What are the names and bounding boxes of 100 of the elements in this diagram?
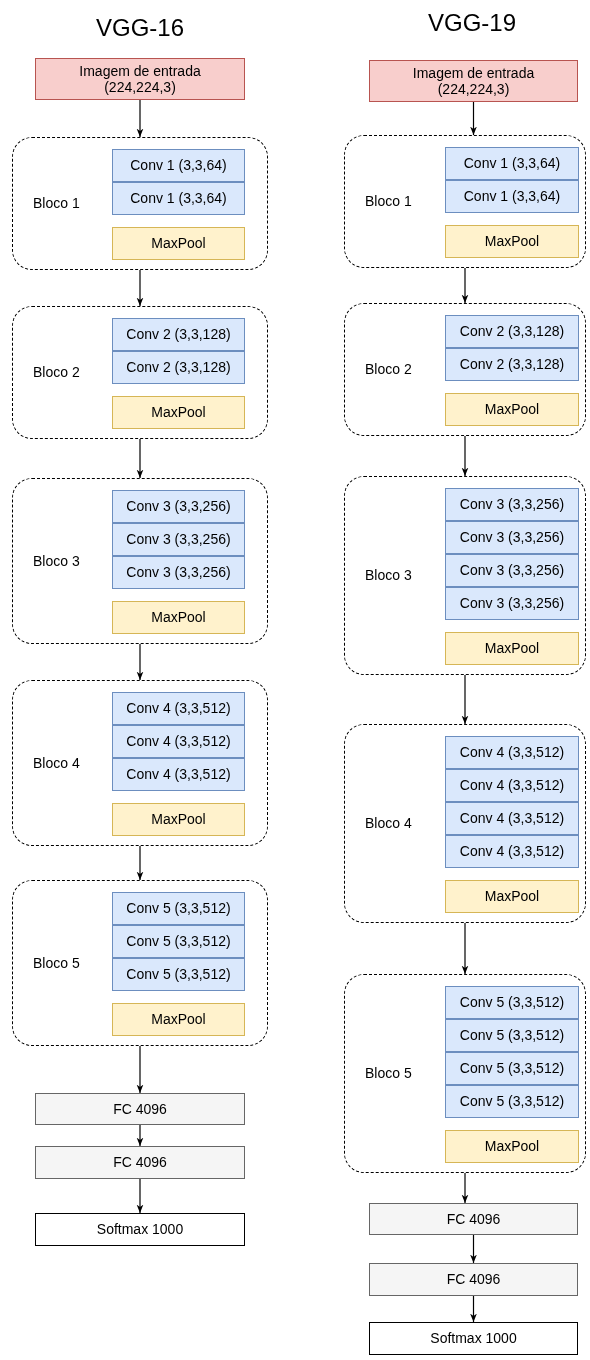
layer-label: Softmax 1000 <box>96 1221 184 1238</box>
conv-layer-box <box>445 736 579 769</box>
arrow <box>136 1045 144 1094</box>
input-box <box>369 60 578 102</box>
conv-layer-box <box>112 725 245 758</box>
dashed-block-frame <box>12 478 268 644</box>
arrow <box>136 1124 144 1147</box>
layer-label: Conv 5 (3,3,512) <box>126 966 231 983</box>
arrow <box>461 922 469 975</box>
layer-label: Conv 1 (3,3,64) <box>130 157 227 174</box>
layer-label: Conv 2 (3,3,128) <box>459 323 565 340</box>
arrow <box>136 643 144 681</box>
conv-layer-box <box>112 490 245 523</box>
block-label: Bloco 3 <box>365 567 412 584</box>
conv-layer-box <box>112 692 245 725</box>
dense-layer-box <box>369 1203 578 1235</box>
conv-layer-box <box>112 318 245 351</box>
layer-label: Conv 4 (3,3,512) <box>459 843 565 860</box>
arrow <box>136 438 144 479</box>
conv-layer-box <box>445 348 579 381</box>
input-box <box>35 58 245 100</box>
layer-label: MaxPool <box>151 235 206 252</box>
conv-layer-box <box>445 554 579 587</box>
dashed-block-frame <box>344 724 586 923</box>
dashed-block-frame <box>12 880 268 1046</box>
arrow <box>136 269 144 307</box>
layer-label: Imagem de entrada (224,224,3) <box>411 64 536 98</box>
layer-label: MaxPool <box>151 811 206 828</box>
conv-layer-box <box>445 1085 579 1118</box>
block-label: Bloco 2 <box>33 364 80 381</box>
conv-layer-box <box>112 892 245 925</box>
dashed-block-frame <box>12 680 268 846</box>
layer-label: Conv 4 (3,3,512) <box>126 733 231 750</box>
layer-label: FC 4096 <box>446 1210 501 1228</box>
conv-layer-box <box>445 180 579 213</box>
column-heading: VGG-16 <box>96 14 184 42</box>
conv-layer-box <box>112 149 245 182</box>
conv-layer-box <box>445 1019 579 1052</box>
block-label: Bloco 5 <box>365 1065 412 1082</box>
output-layer-box <box>35 1213 245 1246</box>
layer-label: MaxPool <box>151 1011 206 1028</box>
block-label: Bloco 1 <box>33 195 80 212</box>
maxpool-layer-box <box>445 632 579 665</box>
layer-label: Conv 5 (3,3,512) <box>459 1060 565 1077</box>
layer-label: FC 4096 <box>113 1100 167 1118</box>
layer-label: Conv 3 (3,3,256) <box>459 496 565 513</box>
maxpool-layer-box <box>445 225 579 258</box>
conv-layer-box <box>445 147 579 180</box>
arrow <box>461 267 469 304</box>
layer-label: MaxPool <box>484 640 540 657</box>
arrow <box>470 1295 477 1323</box>
conv-layer-box <box>445 315 579 348</box>
block-label: Bloco 5 <box>33 954 80 972</box>
layer-label: Conv 3 (3,3,256) <box>126 498 231 515</box>
layer-label: MaxPool <box>151 609 206 626</box>
layer-label: Conv 5 (3,3,512) <box>126 900 231 917</box>
layer-label: Conv 2 (3,3,128) <box>459 356 565 373</box>
dashed-block-frame <box>344 135 586 268</box>
layer-label: Conv 3 (3,3,256) <box>126 531 231 548</box>
arrow <box>461 435 469 477</box>
conv-layer-box <box>445 835 579 868</box>
conv-layer-box <box>445 587 579 620</box>
layer-label: Conv 3 (3,3,256) <box>459 562 565 579</box>
layer-label: Conv 5 (3,3,512) <box>459 994 565 1011</box>
arrow <box>470 1234 477 1264</box>
layer-label: Conv 1 (3,3,64) <box>130 190 227 207</box>
layer-label: Imagem de entrada (224,224,3) <box>78 62 202 96</box>
layer-label: MaxPool <box>484 233 540 250</box>
maxpool-layer-box <box>112 601 245 634</box>
arrow <box>136 99 144 138</box>
conv-layer-box <box>112 556 245 589</box>
dense-layer-box <box>369 1263 578 1296</box>
layer-label: Conv 5 (3,3,512) <box>459 1027 565 1044</box>
conv-layer-box <box>112 351 245 384</box>
layer-label: MaxPool <box>484 1138 540 1155</box>
layer-label: MaxPool <box>484 401 540 418</box>
conv-layer-box <box>445 521 579 554</box>
dashed-block-frame <box>344 303 586 436</box>
layer-label: FC 4096 <box>113 1154 167 1171</box>
block-label: Bloco 4 <box>365 815 412 832</box>
arrow <box>461 1172 469 1204</box>
conv-layer-box <box>445 488 579 521</box>
block-label: Bloco 2 <box>365 361 412 378</box>
conv-layer-box <box>445 769 579 802</box>
maxpool-layer-box <box>112 803 245 836</box>
layer-label: Conv 3 (3,3,256) <box>126 564 231 581</box>
arrow <box>470 101 477 136</box>
arrow <box>136 845 144 881</box>
layer-label: Conv 3 (3,3,256) <box>459 529 565 546</box>
conv-layer-box <box>112 958 245 991</box>
block-label: Bloco 4 <box>33 754 80 772</box>
output-layer-box <box>369 1322 578 1355</box>
layer-label: Conv 2 (3,3,128) <box>126 326 231 343</box>
block-label: Bloco 3 <box>33 552 80 570</box>
layer-label: Softmax 1000 <box>430 1330 517 1347</box>
layer-label: Conv 5 (3,3,512) <box>459 1093 565 1110</box>
dashed-block-frame <box>12 306 268 439</box>
arrow <box>461 674 469 725</box>
layer-label: FC 4096 <box>446 1271 501 1288</box>
column-heading: VGG-19 <box>428 9 516 37</box>
